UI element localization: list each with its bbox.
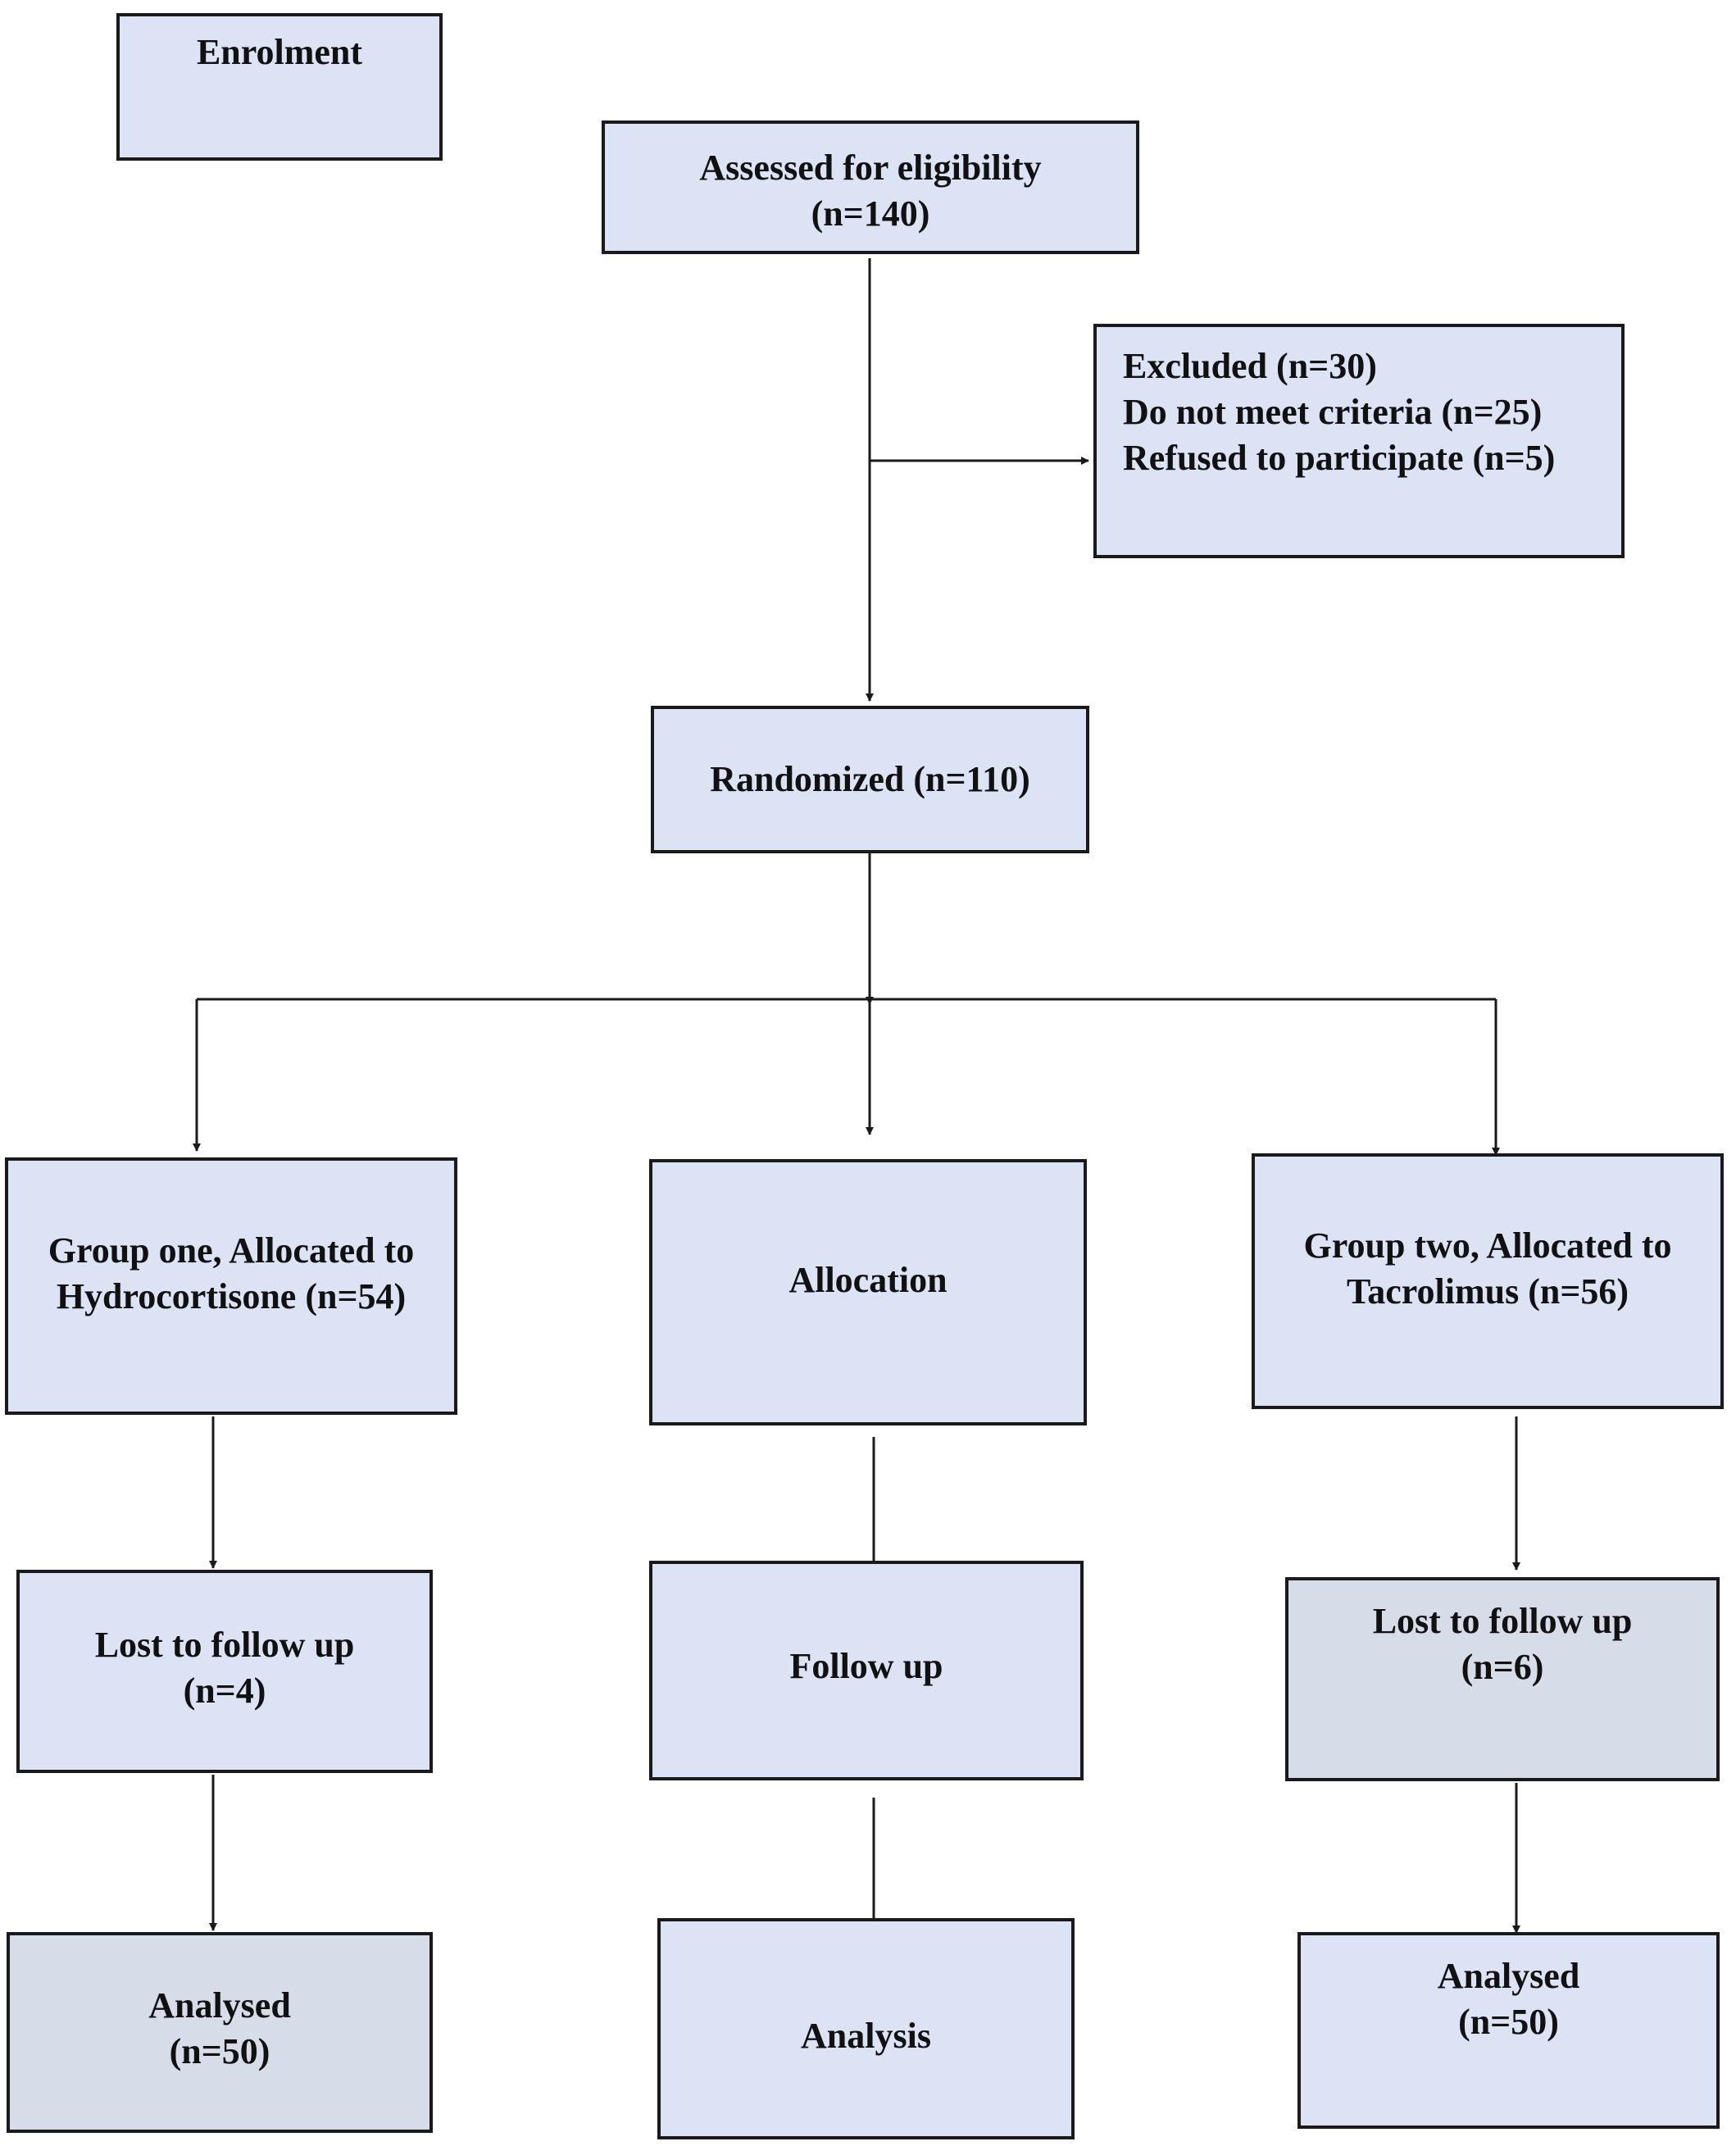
- analysed-one-count: (n=50): [169, 2030, 270, 2071]
- excluded-refused: Refused to participate (n=5): [1123, 437, 1556, 478]
- assessed-label: Assessed for eligibility: [699, 148, 1042, 188]
- analysed-one-box: Analysed (n=50): [7, 1932, 433, 2133]
- assessed-count: (n=140): [811, 193, 930, 234]
- follow-up-box: Follow up: [649, 1561, 1084, 1780]
- group-two-box: Group two, Allocated to Tacrolimus (n=56…: [1252, 1153, 1724, 1409]
- group-one-label: Group one, Allocated to: [48, 1230, 415, 1271]
- excluded-criteria: Do not meet criteria (n=25): [1123, 391, 1543, 432]
- analysis-box: Analysis: [657, 1918, 1075, 2139]
- randomized-box: Randomized (n=110): [651, 706, 1089, 853]
- enrolment-box: Enrolment: [116, 13, 443, 161]
- lost-two-count: (n=6): [1461, 1646, 1544, 1687]
- lost-one-count: (n=4): [183, 1671, 266, 1711]
- excluded-box: Excluded (n=30) Do not meet criteria (n=…: [1093, 324, 1625, 558]
- analysis-label: Analysis: [801, 2016, 931, 2057]
- group-two-label: Group two, Allocated to: [1303, 1225, 1672, 1266]
- excluded-total: Excluded (n=30): [1123, 346, 1377, 386]
- group-two-treatment: Tacrolimus (n=56): [1346, 1271, 1629, 1312]
- analysed-two-count: (n=50): [1458, 2001, 1559, 2042]
- enrolment-label: Enrolment: [196, 32, 363, 72]
- analysed-two-label: Analysed: [1437, 1956, 1580, 1996]
- follow-up-label: Follow up: [789, 1646, 943, 1687]
- lost-two-label: Lost to follow up: [1372, 1601, 1633, 1641]
- analysed-two-box: Analysed (n=50): [1297, 1932, 1720, 2129]
- group-one-box: Group one, Allocated to Hydrocortisone (…: [5, 1157, 457, 1415]
- lost-one-label: Lost to follow up: [94, 1625, 355, 1666]
- group-one-treatment: Hydrocortisone (n=54): [56, 1276, 407, 1316]
- allocation-box: Allocation: [649, 1159, 1087, 1425]
- analysed-one-label: Analysed: [148, 1985, 291, 2026]
- allocation-label: Allocation: [788, 1259, 948, 1300]
- lost-to-follow-up-two-box: Lost to follow up (n=6): [1285, 1577, 1720, 1781]
- randomized-label: Randomized (n=110): [710, 759, 1030, 800]
- lost-to-follow-up-one-box: Lost to follow up (n=4): [16, 1570, 433, 1773]
- assessed-eligibility-box: Assessed for eligibility (n=140): [602, 120, 1139, 254]
